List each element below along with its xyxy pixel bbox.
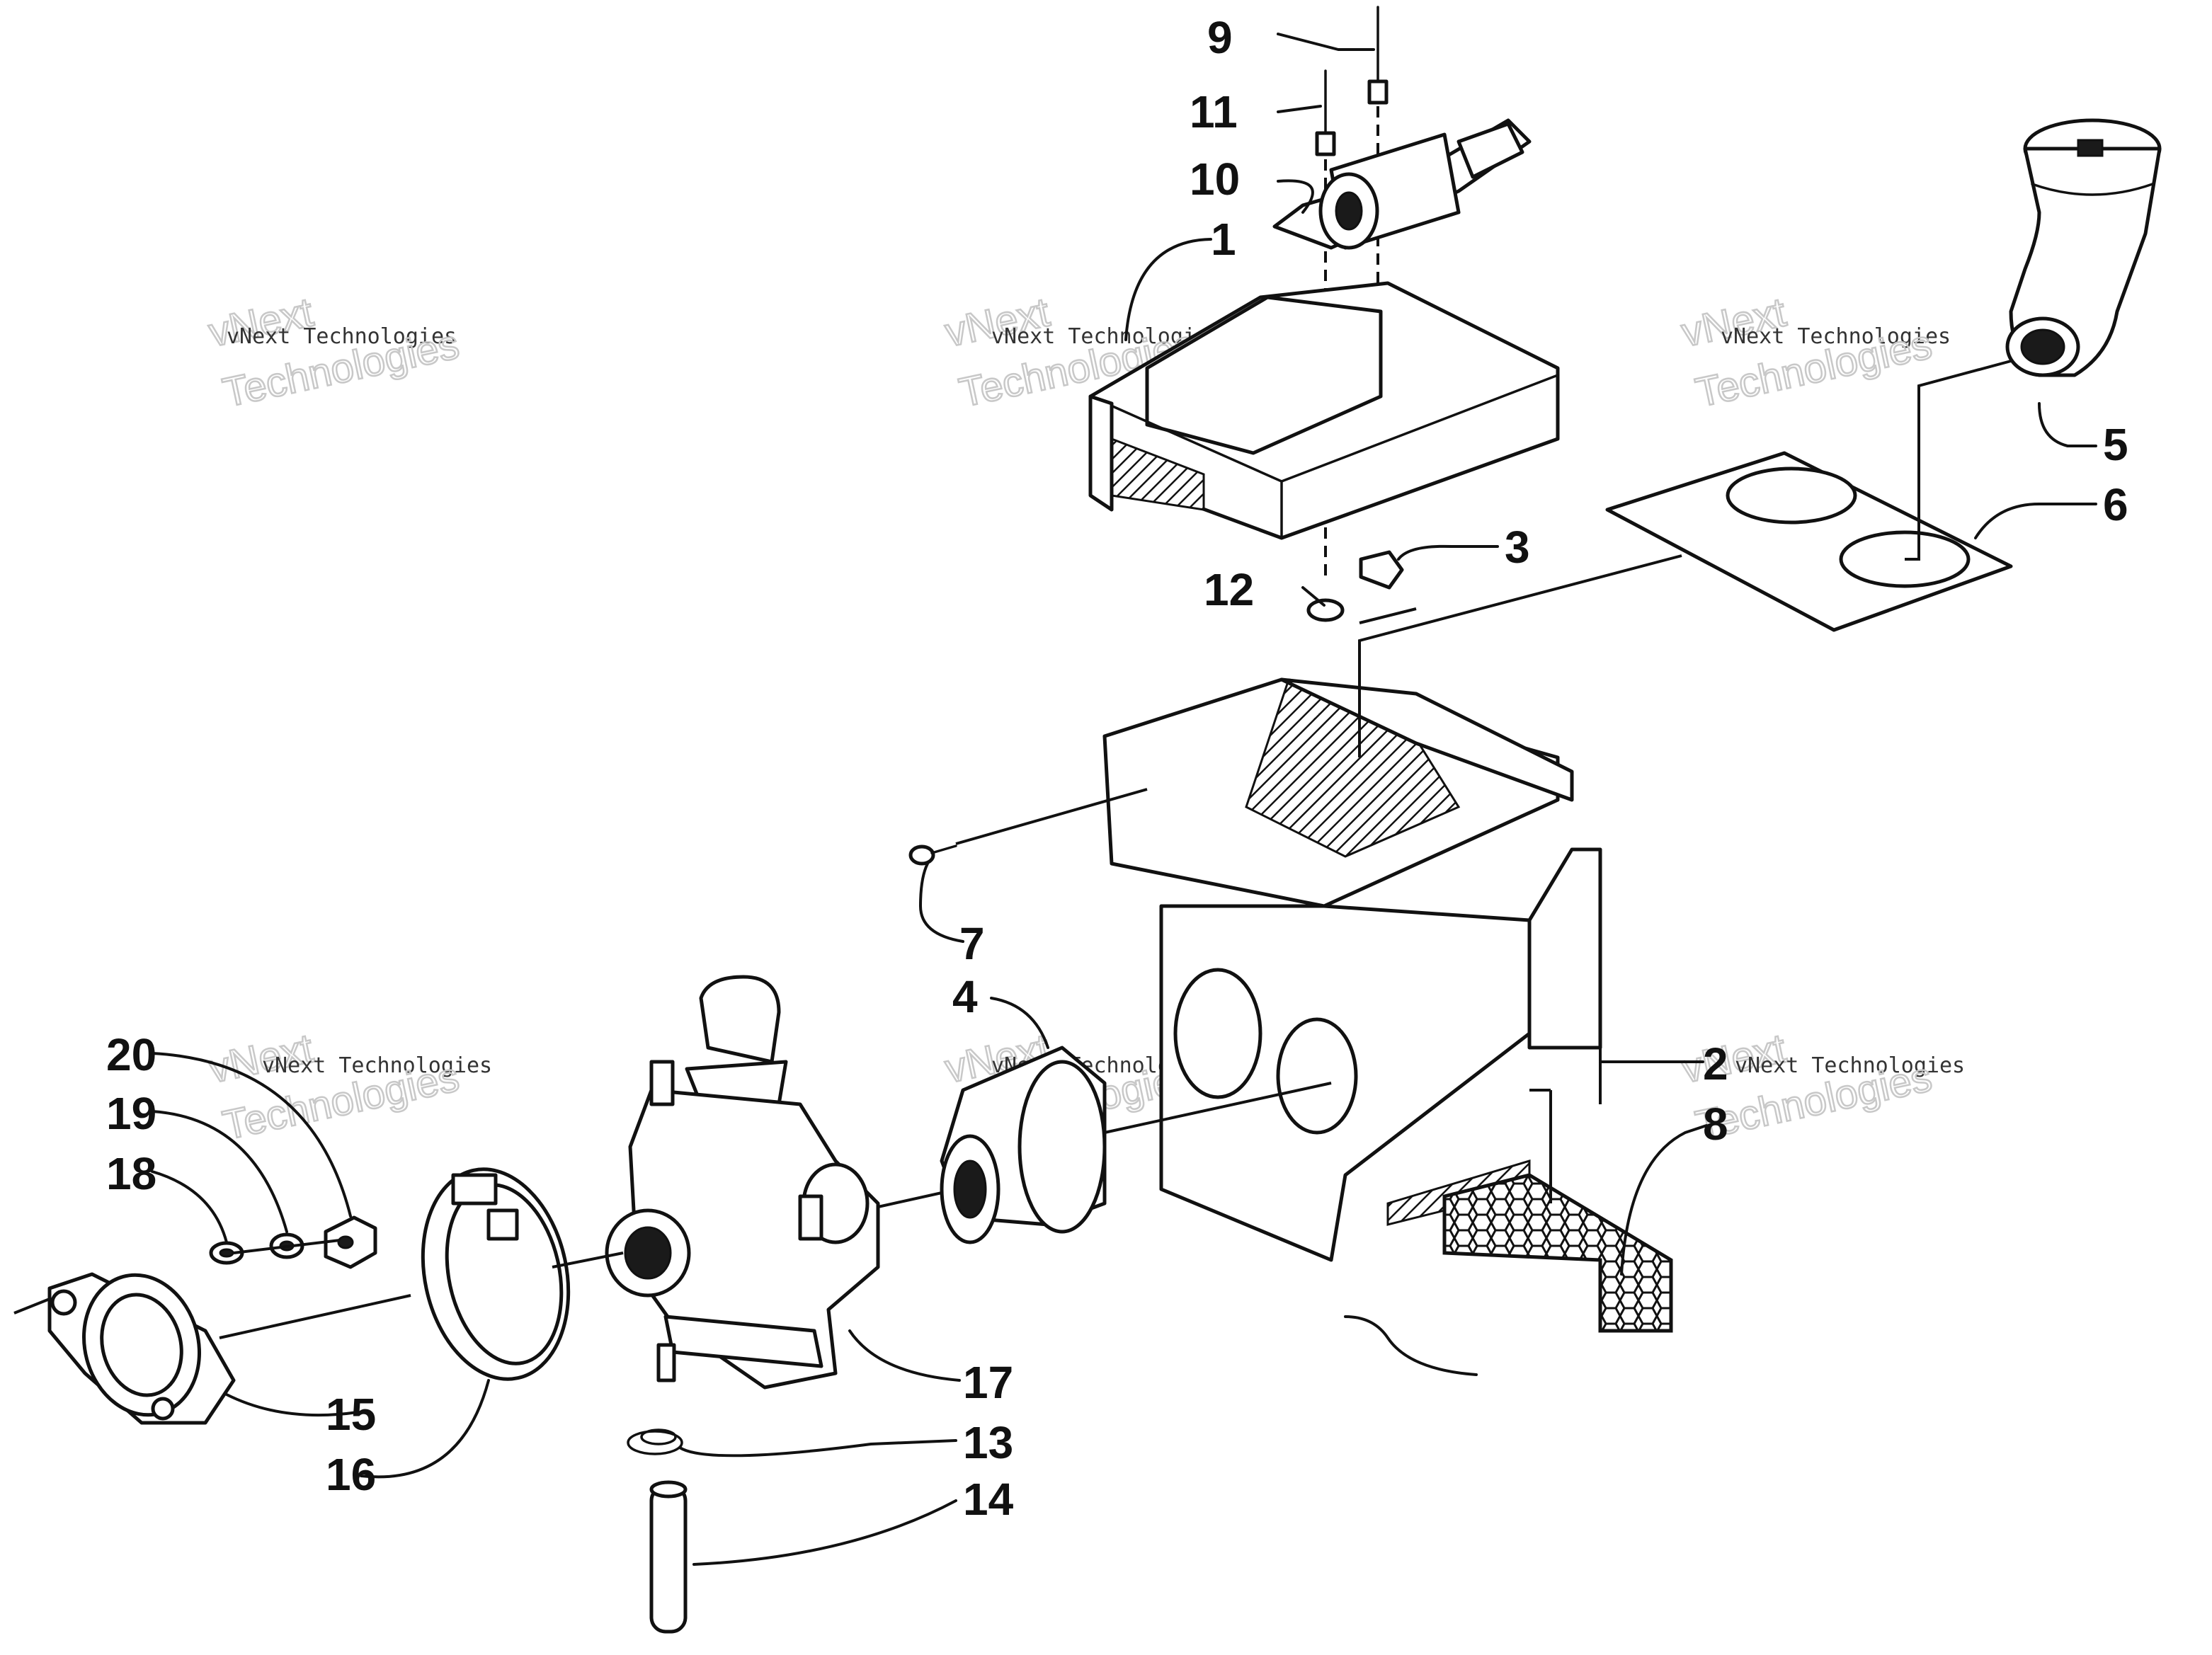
callout-10: 10 [1190, 154, 1240, 205]
part-16-hose-clamp [421, 1167, 571, 1381]
svg-text:vNext Technologies: vNext Technologies [1721, 324, 1951, 349]
assembly-axes [13, 360, 2012, 1339]
part-2-airbox [1102, 677, 1602, 1262]
callout-8: 8 [1703, 1099, 1728, 1150]
part-10-bracket [1272, 118, 1532, 250]
watermark-4: vNext vNext Technologies Technologies [204, 1024, 492, 1150]
svg-text:vNext Technologies: vNext Technologies [1735, 1053, 1965, 1078]
part-5-intake-boot [2005, 118, 2162, 377]
callout-19: 19 [106, 1088, 156, 1139]
callout-15: 15 [326, 1389, 376, 1440]
callout-1: 1 [1211, 214, 1236, 265]
callout-18: 18 [106, 1148, 156, 1199]
part-12-grommet [1306, 598, 1345, 622]
watermark-1: vNext vNext Technologies Technologies [204, 288, 464, 417]
part-15-intake-flange [47, 1272, 236, 1425]
part-13-spring-clip [627, 1428, 683, 1455]
part-20-nut [324, 1215, 377, 1269]
callout-9: 9 [1207, 12, 1233, 63]
callout-11: 11 [1190, 86, 1238, 137]
callout-5: 5 [2103, 419, 2128, 470]
part-3-clip [1359, 550, 1404, 590]
callout-4: 4 [952, 971, 978, 1022]
part-17-carburetor [605, 975, 880, 1390]
part-14-tube [649, 1480, 688, 1634]
part-1-airbox-cover [1088, 281, 1560, 540]
callout-13: 13 [963, 1417, 1013, 1468]
callout-labels: 1 2 3 4 5 6 7 8 9 10 11 12 13 14 15 16 1… [106, 12, 2128, 1525]
callout-7: 7 [959, 918, 985, 969]
callout-2: 2 [1703, 1038, 1728, 1089]
watermark-3: vNext vNext Technologies Technologies [1677, 288, 1951, 417]
part-7-screw [908, 844, 957, 866]
svg-text:vNext Technologies: vNext Technologies [262, 1053, 492, 1078]
svg-text:vNext Technologies: vNext Technologies [227, 324, 457, 349]
part-6-gasket-plate [1605, 451, 2013, 632]
part-4-intake-adapter [940, 1046, 1107, 1244]
part-8-filter-mesh [1442, 1173, 1673, 1333]
callout-3: 3 [1505, 522, 1530, 573]
callout-16: 16 [326, 1449, 376, 1500]
callout-6: 6 [2103, 479, 2128, 530]
callout-17: 17 [963, 1357, 1013, 1408]
callout-20: 20 [106, 1029, 156, 1080]
callout-12: 12 [1204, 564, 1254, 615]
leader-lines [151, 33, 2097, 1566]
callout-14: 14 [963, 1474, 1014, 1525]
